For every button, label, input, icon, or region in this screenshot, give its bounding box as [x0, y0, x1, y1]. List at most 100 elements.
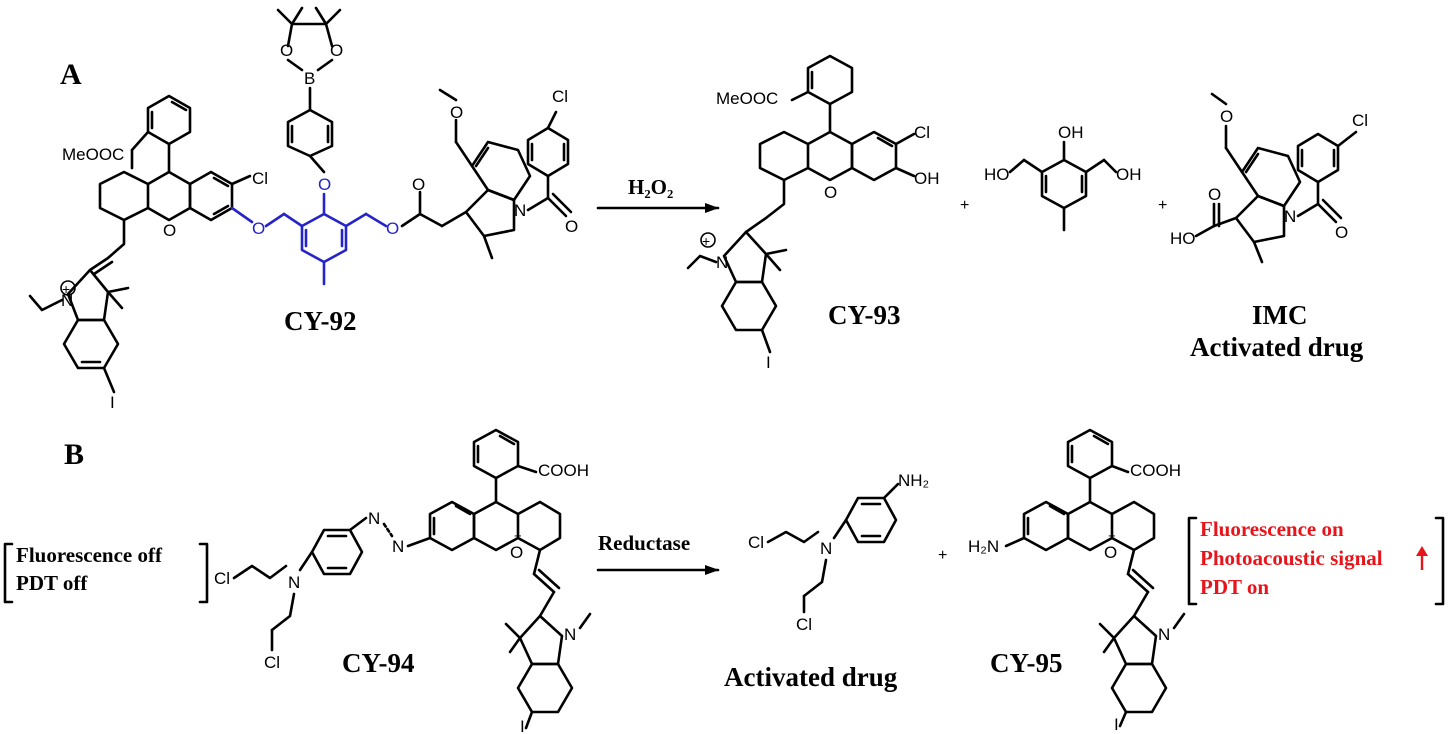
cy94-iodo: I	[520, 717, 525, 734]
note-photoacoustic-signal: Photoacoustic signal	[1200, 546, 1383, 570]
note-fluorescence-on: Fluorescence on	[1200, 517, 1344, 541]
reagent-reductase: Reductase	[598, 531, 690, 555]
cy92-linker-ether-o2: O	[318, 175, 331, 194]
imc-activated-drug-label: Activated drug	[1190, 332, 1364, 362]
cy94-indoline-benzene	[516, 662, 574, 714]
svg-text:O: O	[824, 183, 837, 202]
cy93-central-ring	[806, 130, 854, 182]
svg-text:O: O	[280, 41, 293, 60]
note-pdt-off: PDT off	[16, 571, 88, 595]
panel-label-a: A	[60, 58, 82, 91]
svg-text:Cl: Cl	[214, 569, 230, 588]
cy93-hydroxyl: OH	[914, 169, 940, 188]
cy92-linker-ring	[300, 212, 348, 264]
note-fluorescence-off: Fluorescence off	[16, 543, 163, 567]
cy95-indoline-ring	[1112, 614, 1158, 666]
svg-text:+: +	[62, 281, 70, 297]
svg-text:O: O	[1335, 223, 1348, 242]
cy92-indolium-ring	[66, 268, 110, 322]
activated-drug-b-label: Activated drug	[724, 662, 898, 692]
plus-a2: +	[1158, 197, 1167, 214]
cy94-phenyl-ring	[472, 428, 520, 480]
cy92-imc-benzene	[470, 140, 532, 202]
cy92-structure: MeOOC O Cl N + I O O	[28, 6, 578, 412]
svg-text:N: N	[288, 573, 300, 592]
cy93-right-ring	[850, 130, 898, 182]
cy92-meooc-label: MeOOC	[62, 145, 124, 164]
cy93-indole-benzene	[720, 280, 778, 332]
svg-text:Cl: Cl	[748, 533, 764, 552]
cy93-label: CY-93	[828, 300, 901, 330]
cy92-boronate-aryl-ring	[286, 108, 334, 158]
cy95-iodo: I	[1114, 715, 1119, 734]
cy95-phenyl-ring	[1066, 428, 1114, 480]
cy92-label: CY-92	[284, 306, 357, 336]
svg-text:N: N	[514, 201, 526, 220]
svg-text:N: N	[820, 539, 832, 558]
cy93-structure: MeOOC O Cl OH N + I	[686, 54, 940, 372]
up-arrow-icon-head	[1416, 546, 1428, 556]
cy92-central-ring	[146, 170, 192, 222]
svg-text:H₂N: H₂N	[968, 537, 999, 556]
cy93-chloro: Cl	[914, 123, 930, 142]
cy95-xanthene-left-ring	[1022, 500, 1070, 552]
svg-text:N: N	[1158, 625, 1170, 644]
cy92-chloro: Cl	[252, 169, 268, 188]
cy92-cyclohexene	[98, 170, 150, 222]
cy92-linker-ether-o1: O	[252, 219, 265, 238]
cy94-label: CY-94	[342, 648, 415, 678]
imc-benzene	[1240, 146, 1302, 208]
svg-text:O: O	[450, 103, 463, 122]
cy92-imc-pyrrole	[464, 188, 516, 238]
svg-text:+: +	[702, 233, 710, 249]
svg-text:Cl: Cl	[552, 87, 568, 106]
cy92-ring-oxygen: O	[163, 221, 176, 240]
cy92-chlorophenyl-ring	[526, 126, 570, 178]
cy93-meooc-label: MeOOC	[716, 89, 778, 108]
svg-text:O: O	[510, 543, 523, 562]
svg-text:O: O	[565, 217, 578, 236]
svg-text:Cl: Cl	[796, 615, 812, 634]
diol-ring	[1040, 158, 1088, 210]
svg-text:HO: HO	[1170, 229, 1196, 248]
svg-text:O: O	[330, 41, 343, 60]
plus-b: +	[938, 547, 947, 564]
svg-text:HO: HO	[984, 165, 1010, 184]
mustard-drug-structure: Cl N Cl NH₂	[748, 471, 929, 634]
svg-text:O: O	[1104, 543, 1117, 562]
plus-a1: +	[960, 197, 969, 214]
svg-text:COOH: COOH	[538, 461, 589, 480]
svg-text:O: O	[1220, 107, 1233, 126]
reagent-h2o2: H₂O₂	[628, 175, 673, 199]
left-status-note: Fluorescence off PDT off	[3, 542, 209, 604]
cy92-phenyl-ring	[146, 94, 192, 146]
cy92-linker-ester-o: O	[386, 219, 399, 238]
svg-text:N: N	[1284, 207, 1296, 226]
diol-byproduct-structure: OH HO OH	[984, 123, 1142, 232]
cy92-right-ring	[188, 170, 234, 222]
svg-text:NH₂: NH₂	[898, 471, 929, 490]
svg-text:Cl: Cl	[264, 653, 280, 672]
right-status-note: Fluorescence on Photoacoustic signal PDT…	[1187, 516, 1445, 606]
note-pdt-on: PDT on	[1200, 575, 1269, 599]
svg-text:N: N	[392, 537, 404, 556]
cy92-nitrogen: N	[61, 291, 73, 310]
imc-chlorophenyl-ring	[1296, 132, 1340, 184]
cy92-iodo: I	[110, 393, 115, 412]
cy94-xanthene-left-ring	[428, 500, 476, 552]
cy92-boron: B	[304, 69, 315, 88]
svg-text:I: I	[766, 353, 771, 372]
cy95-structure: H₂N O + COOH N	[968, 428, 1186, 728]
svg-text:OH: OH	[1058, 123, 1084, 142]
panel-label-b: B	[64, 438, 84, 471]
cy95-label: CY-95	[990, 648, 1063, 678]
svg-text:COOH: COOH	[1130, 461, 1181, 480]
mustard-aryl-ring	[844, 496, 898, 544]
svg-text:N: N	[564, 625, 576, 644]
svg-text:OH: OH	[1116, 165, 1142, 184]
cy95-indoline-benzene	[1110, 662, 1168, 714]
imc-structure: O N O Cl O HO	[1170, 92, 1368, 264]
svg-text:+: +	[514, 528, 522, 543]
